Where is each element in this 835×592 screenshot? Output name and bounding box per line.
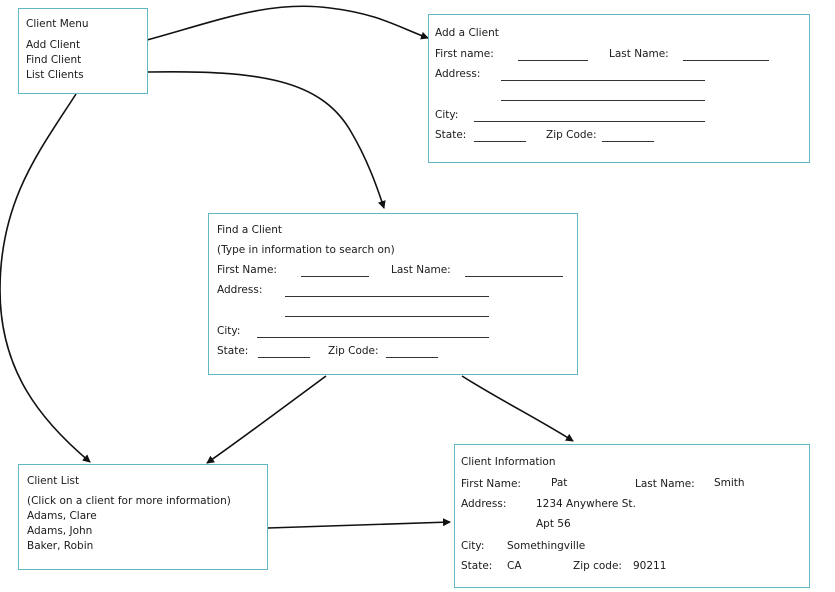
client-list-item[interactable]: Adams, John (27, 525, 93, 537)
info-last-name-label: Last Name: (635, 478, 695, 490)
find-address-field-1[interactable] (285, 296, 489, 297)
arrow-menu-to-find (147, 70, 386, 209)
menu-item-add-client[interactable]: Add Client (26, 39, 81, 51)
info-state-value: CA (507, 560, 522, 572)
info-first-name-label: First Name: (461, 478, 521, 490)
find-address-field-2[interactable] (285, 316, 489, 317)
info-last-name-value: Smith (714, 477, 745, 489)
info-state-label: State: (461, 560, 493, 572)
info-first-name-value: Pat (551, 477, 568, 489)
find-last-name-field[interactable] (465, 276, 563, 277)
find-city-label: City: (217, 325, 241, 337)
info-city-value: Somethingville (507, 540, 586, 552)
find-address-label: Address: (217, 284, 263, 296)
client-list-item[interactable]: Baker, Robin (27, 540, 94, 552)
find-zip-label: Zip Code: (328, 345, 379, 357)
add-first-name-field[interactable] (518, 60, 588, 61)
client-menu-box: Client Menu Add Client Find Client List … (18, 8, 148, 94)
find-first-name-field[interactable] (301, 276, 369, 277)
client-list-item[interactable]: Adams, Clare (27, 510, 97, 522)
menu-item-list-clients[interactable]: List Clients (26, 69, 84, 81)
client-list-box: Client List (Click on a client for more … (18, 464, 268, 570)
add-city-label: City: (435, 109, 459, 121)
menu-item-find-client[interactable]: Find Client (26, 54, 82, 66)
arrow-list-to-info (267, 518, 451, 529)
add-address-label: Address: (435, 68, 481, 80)
find-zip-field[interactable] (386, 357, 438, 358)
arrow-find-to-info (461, 375, 574, 442)
add-zip-field[interactable] (602, 141, 654, 142)
info-zip-label: Zip code: (573, 560, 622, 572)
add-address-field-2[interactable] (501, 100, 705, 101)
client-info-title: Client Information (461, 456, 556, 468)
info-address-label: Address: (461, 498, 507, 510)
arrow-menu-to-add (146, 5, 429, 41)
info-address-line-1: 1234 Anywhere St. (536, 498, 636, 510)
add-state-field[interactable] (474, 141, 526, 142)
add-address-field-1[interactable] (501, 80, 705, 81)
info-zip-value: 90211 (633, 560, 667, 572)
find-first-name-label: First Name: (217, 264, 277, 276)
find-city-field[interactable] (257, 337, 489, 338)
client-list-instruction: (Click on a client for more information) (27, 495, 231, 507)
client-info-box: Client Information First Name: Pat Last … (454, 444, 810, 588)
add-city-field[interactable] (474, 121, 705, 122)
add-last-name-field[interactable] (683, 60, 769, 61)
add-client-box: Add a Client First name: Last Name: Addr… (428, 14, 810, 163)
client-list-title: Client List (27, 475, 80, 487)
find-state-field[interactable] (258, 357, 310, 358)
add-state-label: State: (435, 129, 467, 141)
find-client-title: Find a Client (217, 224, 283, 236)
info-city-label: City: (461, 540, 485, 552)
arrow-menu-to-list (0, 93, 91, 463)
add-last-name-label: Last Name: (609, 48, 669, 60)
info-address-line-2: Apt 56 (536, 518, 571, 530)
client-menu-title: Client Menu (26, 18, 89, 30)
add-client-title: Add a Client (435, 27, 499, 39)
find-instruction: (Type in information to search on) (217, 244, 395, 256)
find-last-name-label: Last Name: (391, 264, 451, 276)
add-zip-label: Zip Code: (546, 129, 597, 141)
add-first-name-label: First name: (435, 48, 494, 60)
find-state-label: State: (217, 345, 249, 357)
find-client-box: Find a Client (Type in information to se… (208, 213, 578, 375)
arrow-find-to-list (206, 375, 327, 464)
